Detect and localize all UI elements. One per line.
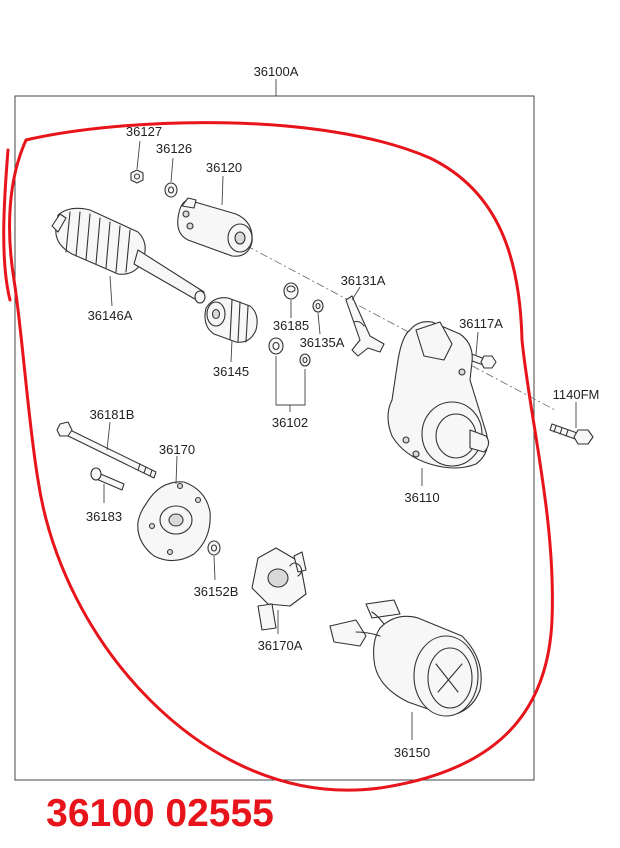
label-36152B: 36152B xyxy=(194,584,239,599)
label-36131A: 36131A xyxy=(341,273,386,288)
label-36146A: 36146A xyxy=(88,308,133,323)
assembly-label: 36100A xyxy=(254,64,299,79)
armature-36146A-part xyxy=(51,207,206,304)
nut-36127-part xyxy=(130,169,144,184)
pinion-36145-part xyxy=(204,297,258,343)
label-36127: 36127 xyxy=(126,124,162,139)
brush-holder-36170A-part xyxy=(251,547,307,631)
label-36181B: 36181B xyxy=(90,407,135,422)
bushing-36185-part xyxy=(283,282,299,300)
screw-36183-part xyxy=(90,467,125,491)
bolt-1140FM-part xyxy=(549,423,594,445)
washer-36135A-part xyxy=(312,299,324,313)
washer-kit-36102-part xyxy=(268,337,311,367)
rear-cover-36170-part xyxy=(137,481,211,562)
front-housing-36110-part xyxy=(387,321,490,469)
shift-lever-36131A-part xyxy=(345,295,385,357)
part-number-caption: 36100 02555 xyxy=(46,792,274,835)
ring-36152B-part xyxy=(207,540,221,556)
label-36145: 36145 xyxy=(213,364,249,379)
yoke-36150-part xyxy=(329,599,482,717)
through-bolt-36181B-part xyxy=(56,421,157,479)
label-36120: 36120 xyxy=(206,160,242,175)
label-36102: 36102 xyxy=(272,415,308,430)
assembly-centerline xyxy=(231,237,556,411)
solenoid-36120-part xyxy=(177,197,253,257)
label-36185: 36185 xyxy=(273,318,309,333)
label-36117A: 36117A xyxy=(459,316,503,331)
red-annotation-circle xyxy=(2,121,554,792)
label-36135A: 36135A xyxy=(300,335,345,350)
label-36170: 36170 xyxy=(159,442,195,457)
label-36126: 36126 xyxy=(156,141,192,156)
label-36170A: 36170A xyxy=(258,638,303,653)
label-36150: 36150 xyxy=(394,745,430,760)
label-1140FM: 1140FM xyxy=(553,387,600,402)
label-36110: 36110 xyxy=(404,490,439,505)
label-36183: 36183 xyxy=(86,509,122,524)
washer-36126-part xyxy=(164,182,178,198)
